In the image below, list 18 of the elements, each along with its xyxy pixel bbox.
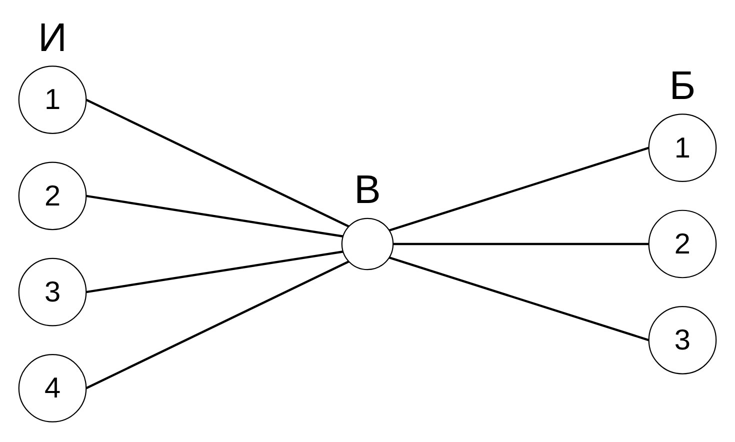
connector-line: [388, 146, 650, 232]
circle-node: 2: [648, 210, 717, 278]
connector-line: [388, 256, 650, 342]
node-label: В: [354, 170, 381, 210]
circle-node: 2: [18, 162, 87, 230]
column-heading: И: [38, 18, 67, 58]
circle-node: [341, 218, 394, 270]
circle-node: 3: [18, 258, 87, 326]
connector-line: [86, 250, 344, 294]
circle-node: 1: [648, 114, 717, 182]
circle-node: 3: [648, 306, 717, 374]
circle-node: 4: [18, 354, 87, 422]
connector-line: [86, 194, 344, 238]
connector-line: [86, 98, 350, 228]
connector-line: [86, 260, 350, 390]
column-heading: Б: [669, 66, 696, 106]
circle-node: 1: [18, 66, 87, 134]
connector-line: [393, 242, 649, 246]
